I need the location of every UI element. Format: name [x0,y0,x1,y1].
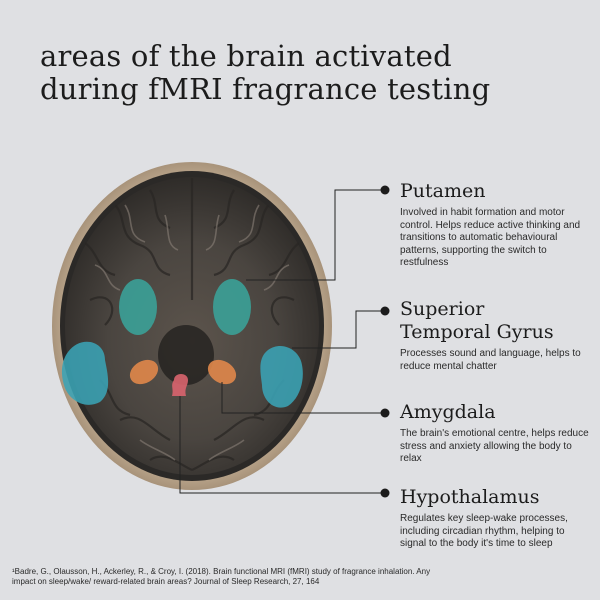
amygdala-heading-line: Amygdala [400,401,496,423]
amygdala-heading: Amygdala [400,401,590,424]
stg-heading-line-2: Temporal Gyrus [400,321,554,343]
stg-right-region [260,345,303,408]
putamen-heading: Putamen [400,180,590,203]
superior-temporal-gyrus-label: Superior Temporal Gyrus Processes sound … [400,298,590,373]
leader-dots [380,185,390,498]
putamen-heading-line: Putamen [400,180,486,202]
hypothalamus-heading: Hypothalamus [400,486,590,509]
stg-heading: Superior Temporal Gyrus [400,298,590,344]
amygdala-label: Amygdala The brain's emotional centre, h… [400,401,590,466]
amygdala-right-region [207,359,237,385]
stg-heading-line-1: Superior [400,298,485,320]
amygdala-leader-line [221,382,381,414]
putamen-leader-line [246,189,381,281]
putamen-left-region [119,279,157,335]
stg-description: Processes sound and language, helps to r… [400,348,581,372]
hypothalamus-label: Hypothalamus Regulates key sleep-wake pr… [400,486,590,551]
hypothalamus-dot [380,488,390,498]
amygdala-dot [380,408,390,418]
amygdala-description: The brain's emotional centre, helps redu… [400,428,589,464]
hypothalamus-leader-line [179,396,381,494]
title-line-2: during fMRI fragrance testing [40,72,491,106]
putamen-right-region [213,279,251,335]
putamen-description: Involved in habit formation and motor co… [400,207,581,268]
page-title: areas of the brain activated during fMRI… [40,40,580,106]
brain-folds [79,178,305,472]
amygdala-left-region [129,359,159,385]
hypothalamus-heading-line: Hypothalamus [400,486,540,508]
putamen-label: Putamen Involved in habit formation and … [400,180,590,270]
stg-left-region [61,341,109,405]
citation-footnote: ¹Badre, G., Olausson, H., Ackerley, R., … [12,567,431,586]
title-line-1: areas of the brain activated [40,39,452,73]
stg-dot [380,306,390,316]
leader-lines [179,189,381,494]
putamen-dot [380,185,390,195]
stg-leader-line [292,310,381,349]
hypothalamus-region [172,374,188,396]
brain-highlights [94,204,290,461]
midbrain-shadow [158,325,214,385]
hypothalamus-description: Regulates key sleep-wake processes, incl… [400,513,568,549]
